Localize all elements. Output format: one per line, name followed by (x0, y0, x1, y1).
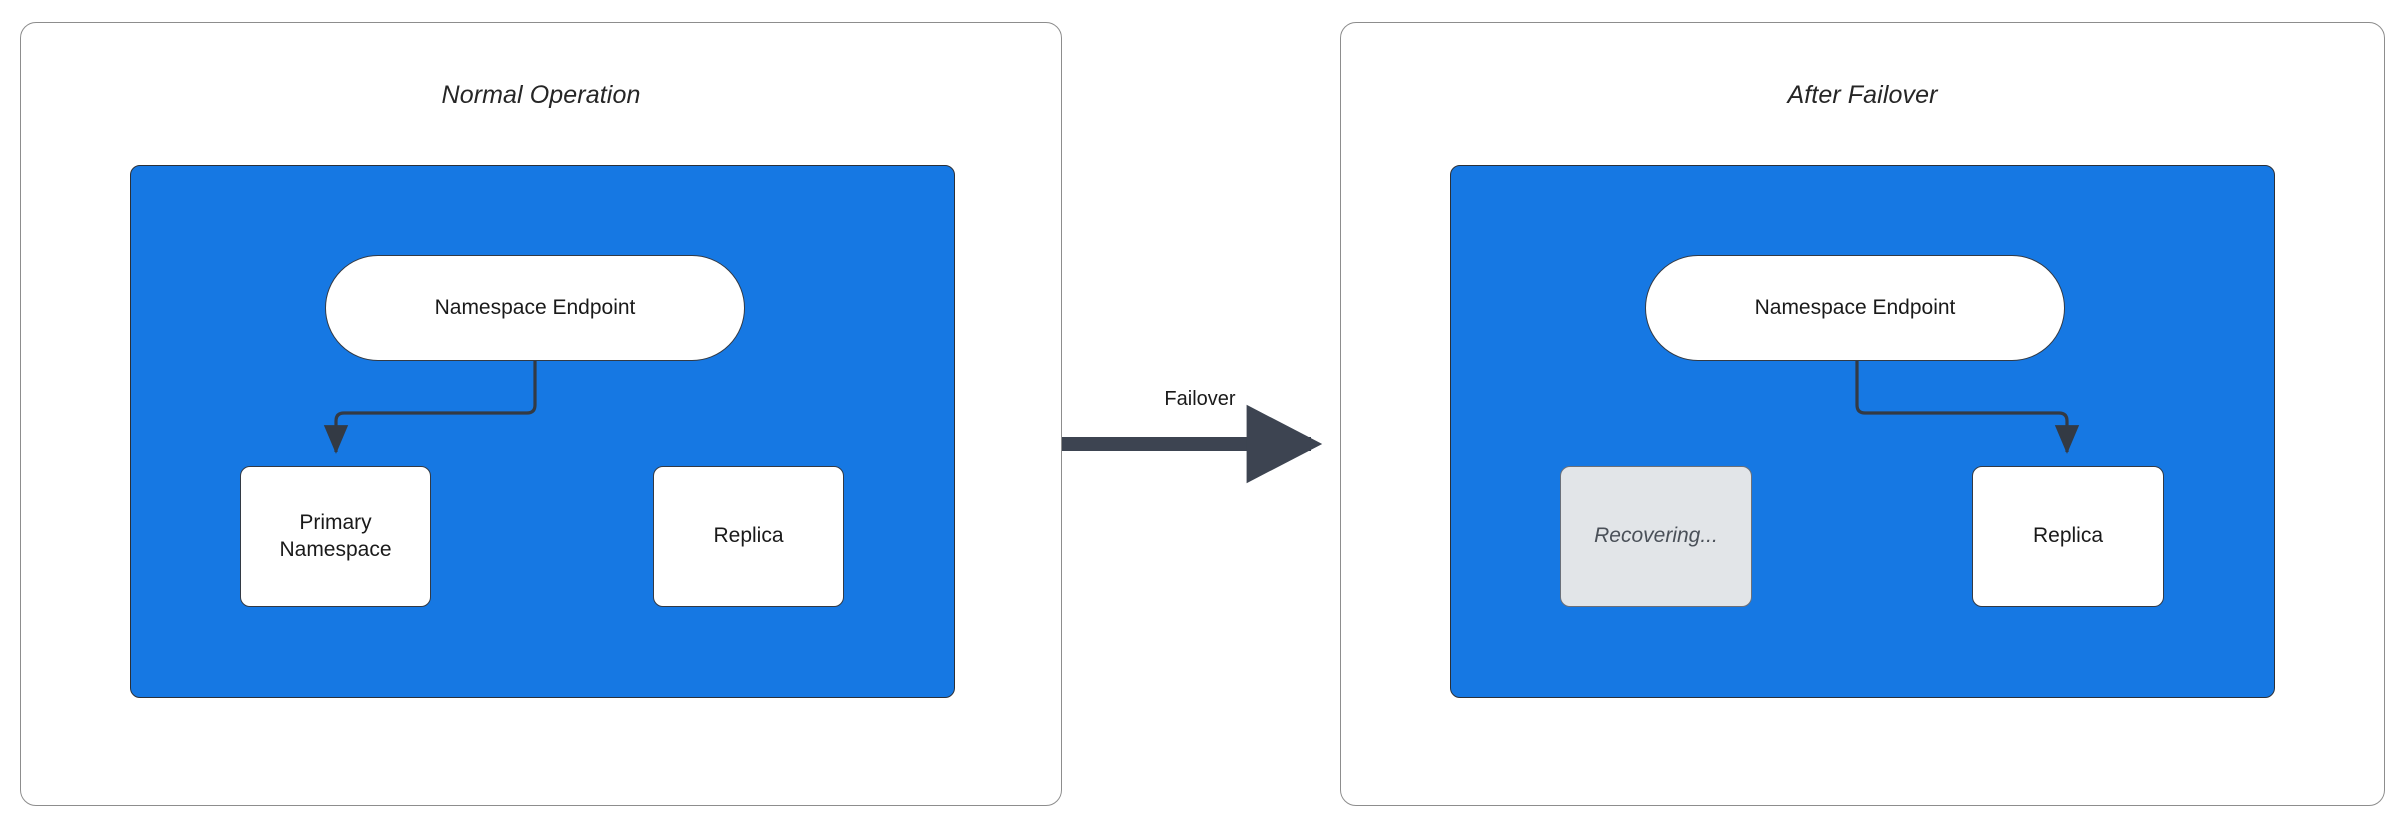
node-primary-namespace-line1: Primary (299, 510, 372, 534)
node-replica-left[interactable]: Replica (653, 466, 844, 607)
edge-label-data-replication: Data Replication (473, 338, 611, 358)
node-namespace-endpoint-left[interactable]: Namespace Endpoint (325, 255, 745, 361)
region-failover-zone (1450, 165, 2275, 698)
panel-title-after-failover: After Failover (1787, 81, 1938, 109)
node-primary-namespace-line2: Namespace (279, 537, 392, 561)
node-recovering[interactable]: Recovering... (1560, 466, 1752, 607)
region-primary-zone (130, 165, 955, 698)
node-replica-right[interactable]: Replica (1972, 466, 2164, 607)
panel-title-normal-operation: Normal Operation (441, 81, 641, 109)
edge-label-failover: Failover (1164, 388, 1236, 410)
node-namespace-endpoint-right[interactable]: Namespace Endpoint (1645, 255, 2065, 361)
node-primary-namespace[interactable]: Primary Namespace (240, 466, 431, 607)
